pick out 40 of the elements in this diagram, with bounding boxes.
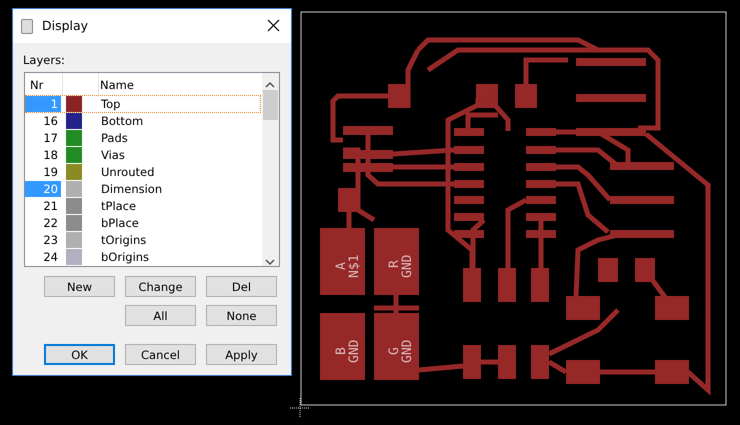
layer-name: Top [101, 96, 120, 112]
button: New [44, 276, 115, 297]
layer-number: 1 [25, 96, 61, 112]
layer-number: 20 [25, 181, 61, 197]
layer-name: tPlace [101, 198, 136, 214]
layer-name: Vias [101, 147, 125, 163]
layer-number: 18 [42, 147, 59, 163]
window-title: Display [42, 18, 88, 33]
pad-label: B [335, 347, 348, 355]
button: Cancel [125, 344, 196, 365]
layer-name: Dimension [101, 181, 162, 197]
pad-label: GND [348, 340, 361, 363]
pad-label: N$1 [348, 254, 361, 278]
button: All [125, 305, 196, 326]
layer-name: bOrigins [101, 249, 150, 265]
pad-label: G [388, 347, 401, 355]
layer-name: tOrigins [101, 232, 146, 248]
pad-label: GND [401, 340, 414, 363]
section-label: Layers: [23, 53, 65, 67]
pad-label: A [335, 262, 348, 270]
layer-number: 24 [42, 249, 59, 265]
column-header: Name [100, 77, 134, 93]
layer-number: 22 [42, 215, 59, 231]
button: Change [125, 276, 196, 297]
button: None [206, 305, 277, 326]
button: OK [44, 344, 115, 365]
pad-label: R [388, 260, 401, 268]
layer-number: 19 [42, 164, 59, 180]
layer-name: Bottom [101, 113, 144, 129]
layer-number: 23 [42, 232, 59, 248]
layer-name: bPlace [101, 215, 139, 231]
pad-label: GND [401, 254, 414, 278]
button: Del [206, 276, 277, 297]
layer-name: Pads [101, 130, 128, 146]
button: Apply [206, 344, 277, 365]
layer-number: 21 [42, 198, 59, 214]
layer-number: 16 [42, 113, 59, 129]
column-header: Nr [30, 77, 44, 93]
layer-number: 17 [42, 130, 59, 146]
layer-name: Unrouted [101, 164, 154, 180]
